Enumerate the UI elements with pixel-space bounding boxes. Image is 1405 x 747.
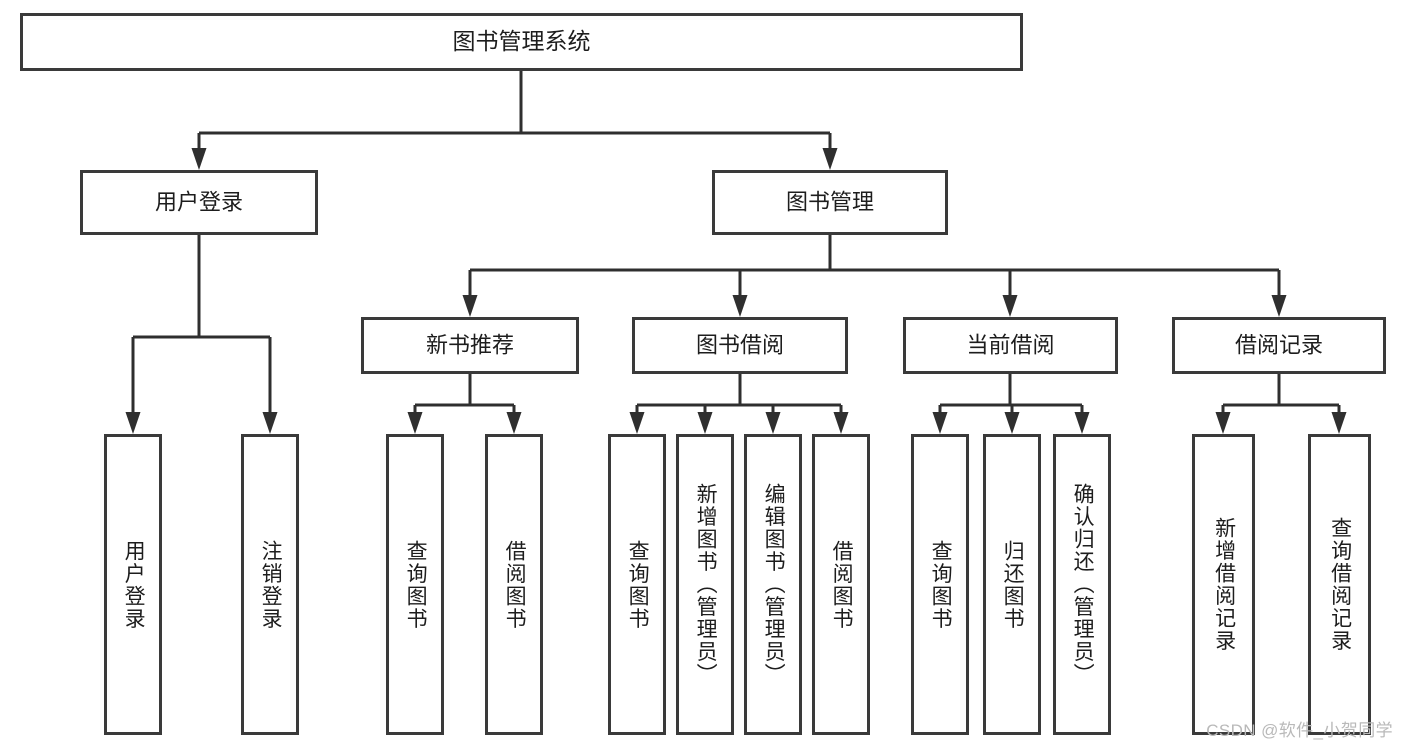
node-box[interactable] <box>676 434 734 735</box>
node-box[interactable] <box>903 317 1118 374</box>
arrow-head-icon <box>822 148 838 170</box>
arrow-head-icon <box>1215 412 1231 434</box>
node-box[interactable] <box>361 317 579 374</box>
node-label: 图书借阅 <box>696 332 784 357</box>
node-leaf-confirm-return[interactable] <box>1053 434 1111 735</box>
node-box[interactable] <box>20 13 1023 71</box>
arrow-to-current-borrow <box>1002 270 1018 317</box>
arrow-leaf-edit-book <box>765 405 781 434</box>
node-leaf-add-book[interactable] <box>676 434 734 735</box>
node-box[interactable] <box>241 434 299 735</box>
node-current-borrow[interactable] <box>903 317 1118 374</box>
arrow-head-icon <box>506 412 522 434</box>
arrow-head-icon <box>262 412 278 434</box>
arrow-leaf-query-book-rec <box>407 405 423 434</box>
node-box[interactable] <box>386 434 444 735</box>
arrow-leaf-user-login <box>125 337 141 434</box>
node-leaf-query-book-rec[interactable] <box>386 434 444 735</box>
node-label: 用户登录 <box>155 189 243 214</box>
node-leaf-borrow-book[interactable] <box>812 434 870 735</box>
watermark: CSDN @软件_小贺同学 <box>1206 721 1393 740</box>
node-label: 新书推荐 <box>426 332 514 357</box>
arrow-head-icon <box>1004 412 1020 434</box>
arrow-leaf-confirm-return <box>1074 405 1090 434</box>
arrow-head-icon <box>1002 295 1018 317</box>
node-leaf-query-record[interactable] <box>1308 434 1371 735</box>
node-box[interactable] <box>744 434 802 735</box>
node-box[interactable] <box>608 434 666 735</box>
arrow-head-icon <box>125 412 141 434</box>
node-box[interactable] <box>983 434 1041 735</box>
node-box-layer <box>20 13 1386 735</box>
node-root[interactable] <box>20 13 1023 71</box>
node-leaf-edit-book[interactable] <box>744 434 802 735</box>
bus-book-manage <box>470 235 1279 272</box>
node-label: 借阅记录 <box>1235 332 1323 357</box>
node-box[interactable] <box>812 434 870 735</box>
node-leaf-query-book-cur[interactable] <box>911 434 969 735</box>
arrow-leaf-add-book <box>697 405 713 434</box>
arrow-head-icon <box>191 148 207 170</box>
node-label: 图书管理系统 <box>453 28 591 54</box>
arrow-head-icon <box>407 412 423 434</box>
node-leaf-add-record[interactable] <box>1192 434 1255 735</box>
arrow-leaf-borrow-book-rec <box>506 405 522 434</box>
arrow-head-icon <box>629 412 645 434</box>
arrow-leaf-add-record <box>1215 405 1231 434</box>
arrow-leaf-query-book-borrow <box>629 405 645 434</box>
node-box[interactable] <box>911 434 969 735</box>
node-box[interactable] <box>632 317 848 374</box>
node-book-borrow[interactable] <box>632 317 848 374</box>
node-new-book-recommend[interactable] <box>361 317 579 374</box>
arrow-head-icon <box>697 412 713 434</box>
node-user-login[interactable] <box>80 170 318 235</box>
node-box[interactable] <box>485 434 543 735</box>
arrow-head-icon <box>932 412 948 434</box>
arrow-leaf-borrow-book <box>833 405 849 434</box>
arrow-head-icon <box>462 295 478 317</box>
arrow-to-borrow-record <box>1271 270 1287 317</box>
arrow-head-layer <box>125 133 1347 434</box>
arrow-leaf-query-record <box>1331 405 1347 434</box>
node-label: 当前借阅 <box>966 332 1054 357</box>
node-leaf-query-book-borrow[interactable] <box>608 434 666 735</box>
node-label: 图书管理 <box>786 189 874 214</box>
arrow-head-icon <box>732 295 748 317</box>
node-box[interactable] <box>712 170 948 235</box>
node-borrow-record[interactable] <box>1172 317 1386 374</box>
arrow-to-new-book <box>462 270 478 317</box>
arrow-leaf-query-book-cur <box>932 405 948 434</box>
node-leaf-borrow-book-rec[interactable] <box>485 434 543 735</box>
node-book-manage[interactable] <box>712 170 948 235</box>
bus-borrow-record <box>1223 374 1339 407</box>
arrow-head-icon <box>1074 412 1090 434</box>
node-box[interactable] <box>1192 434 1255 735</box>
node-box[interactable] <box>104 434 162 735</box>
connector-layer <box>133 71 1339 407</box>
bus-user-login <box>133 235 270 339</box>
arrow-head-icon <box>1331 412 1347 434</box>
node-box[interactable] <box>1308 434 1371 735</box>
node-box[interactable] <box>80 170 318 235</box>
arrow-leaf-return-book <box>1004 405 1020 434</box>
arrow-to-book-manage <box>822 133 838 170</box>
arrow-head-icon <box>833 412 849 434</box>
arrow-to-user-login <box>191 133 207 170</box>
arrow-to-book-borrow <box>732 270 748 317</box>
bus-book-borrow <box>637 374 841 407</box>
node-box[interactable] <box>1053 434 1111 735</box>
arrow-head-icon <box>765 412 781 434</box>
node-leaf-user-logout[interactable] <box>241 434 299 735</box>
bus-root <box>199 71 830 135</box>
arrow-leaf-user-logout <box>262 337 278 434</box>
node-leaf-return-book[interactable] <box>983 434 1041 735</box>
node-leaf-user-login[interactable] <box>104 434 162 735</box>
bus-current-borrow <box>940 374 1082 407</box>
arrow-head-icon <box>1271 295 1287 317</box>
node-box[interactable] <box>1172 317 1386 374</box>
bus-new-book <box>415 374 514 407</box>
